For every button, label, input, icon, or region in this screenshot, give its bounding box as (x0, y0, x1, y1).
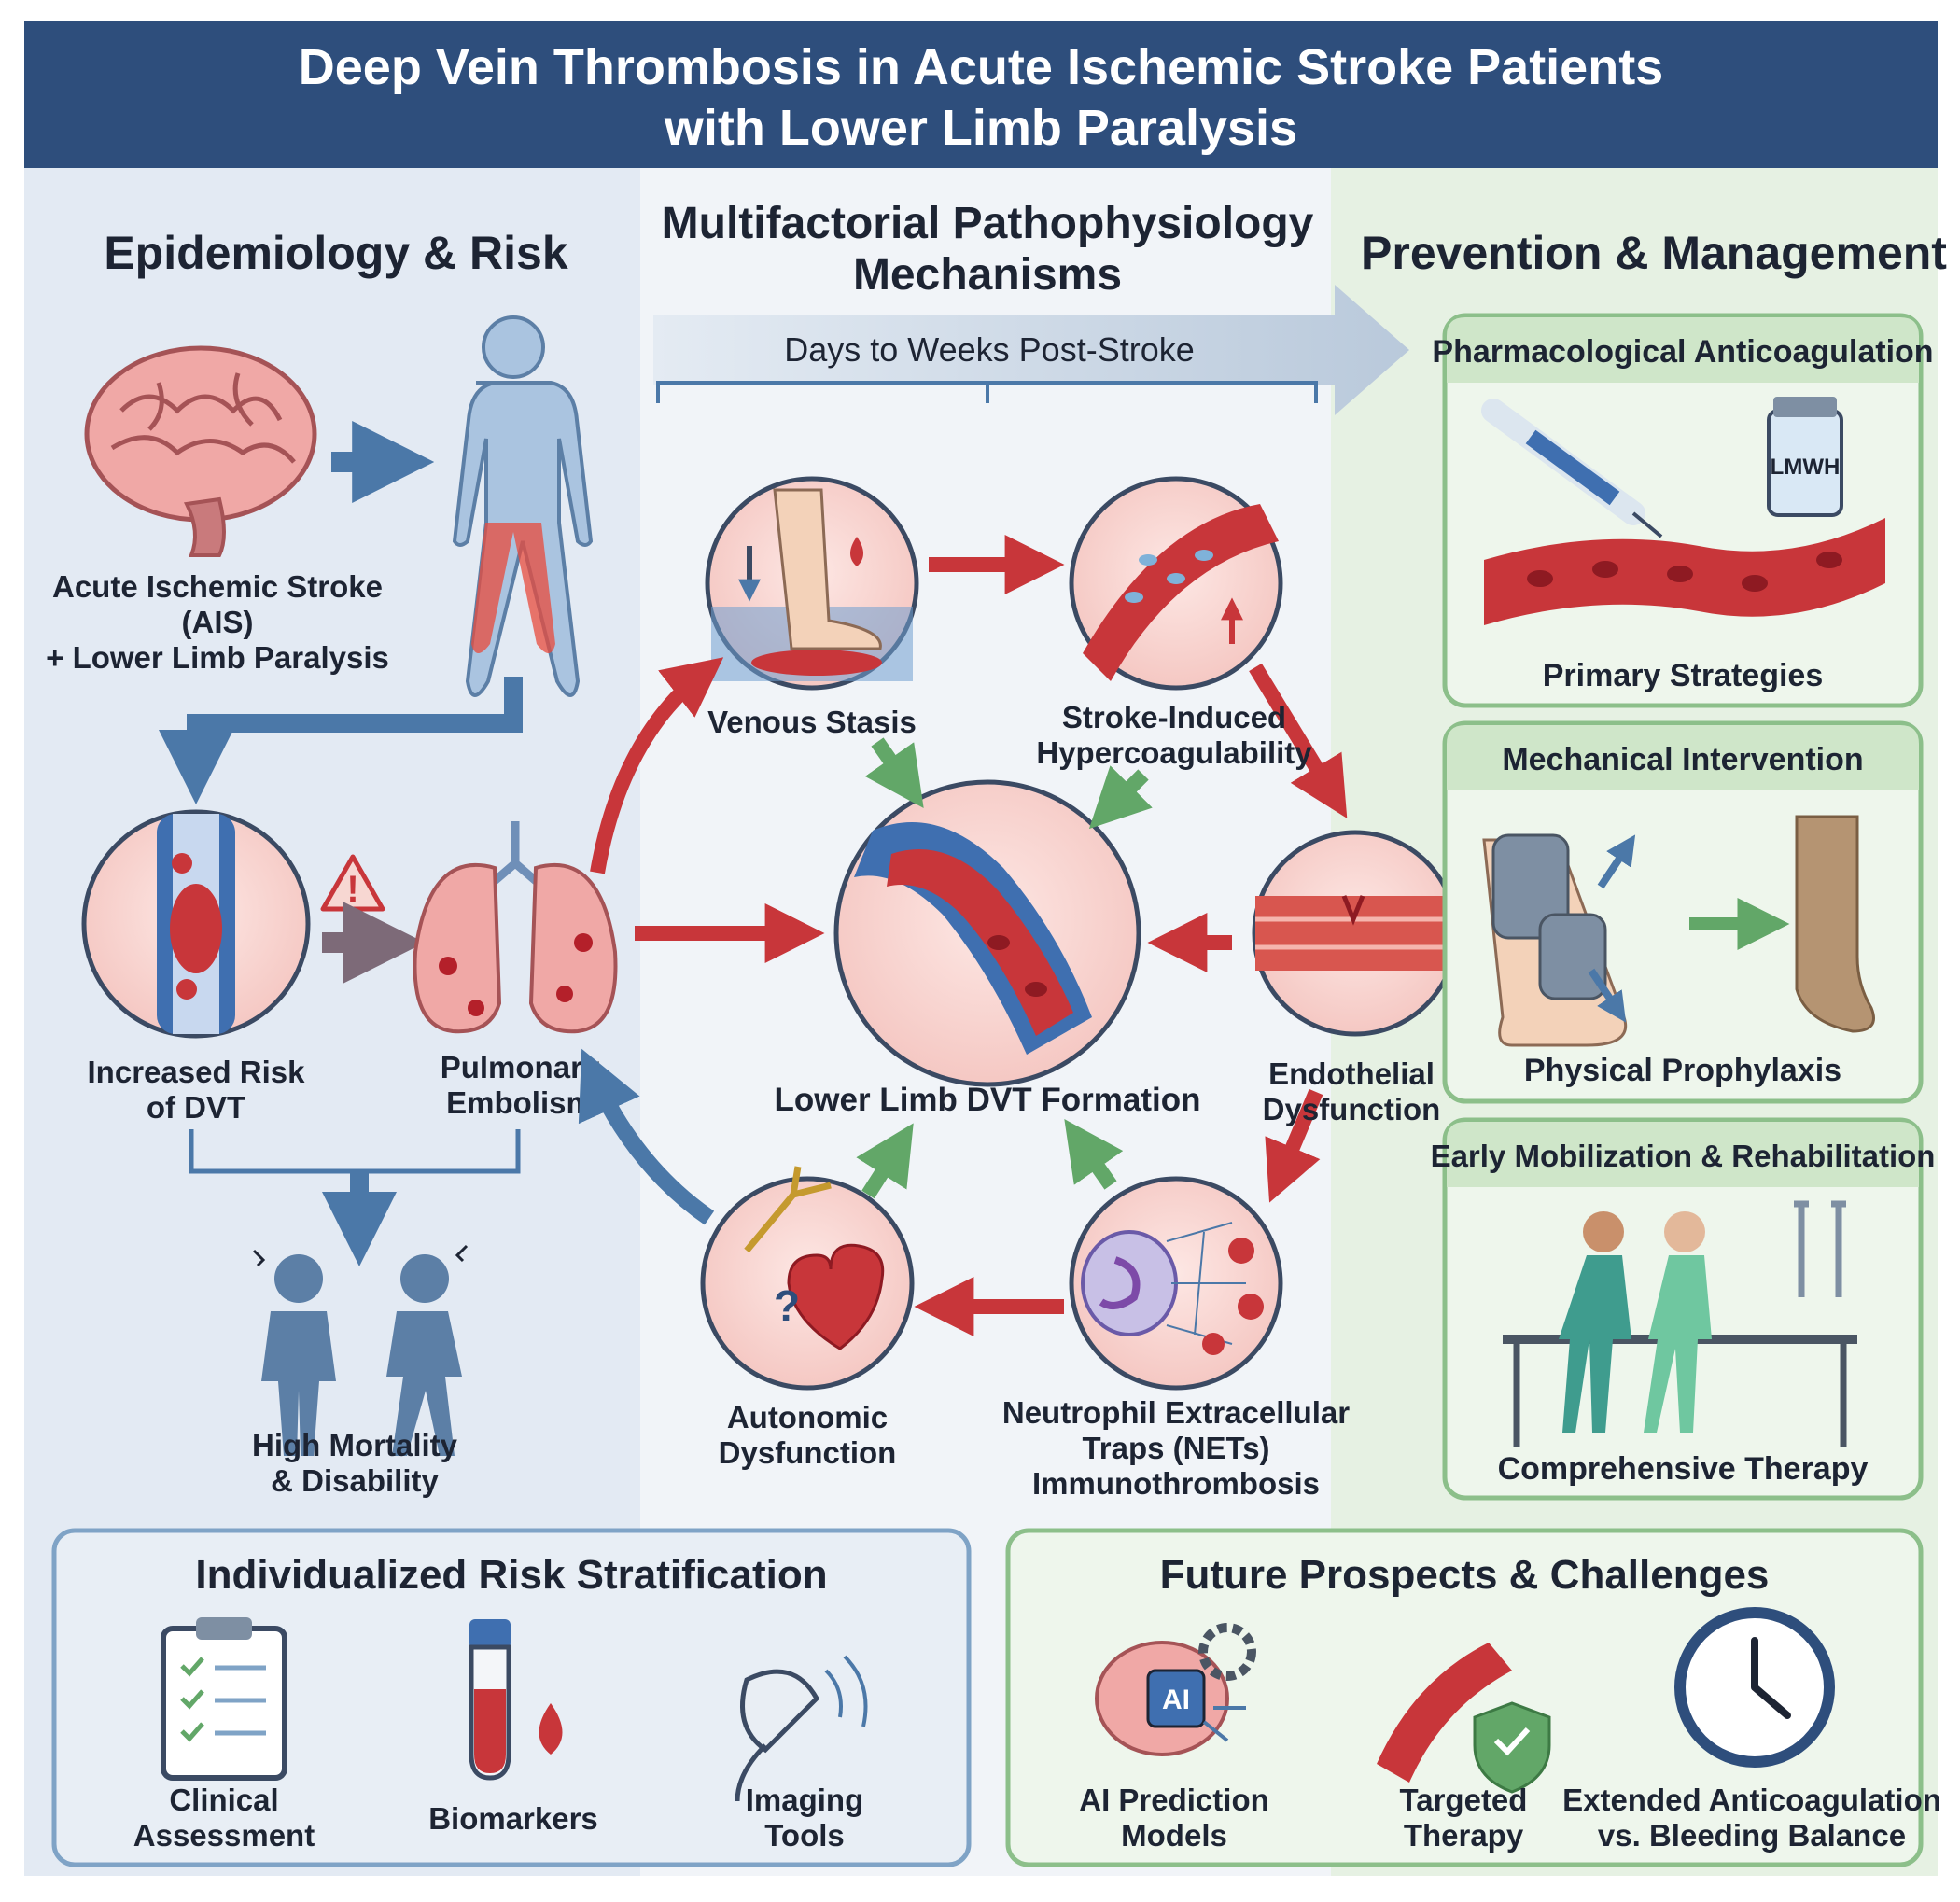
dvt-label-line-2: of DVT (147, 1090, 245, 1125)
mobilization-header: Early Mobilization & Rehabilitation (1431, 1139, 1936, 1173)
clock-icon (1674, 1607, 1835, 1768)
vessel-icon (1484, 518, 1885, 625)
prevention-heading: Prevention & Management (1361, 227, 1947, 279)
shielded-vessel-icon (1377, 1643, 1551, 1794)
dvt-formation-icon (833, 779, 1141, 1087)
arrow-autonomic-to-pe (578, 1048, 715, 1225)
autonomic-icon: ? (700, 1166, 915, 1391)
brain-icon (84, 345, 317, 557)
targeted-label-line-1: Targeted (1400, 1783, 1528, 1817)
pe-label-line-2: Embolism (446, 1085, 594, 1120)
title-line-2: with Lower Limb Paralysis (664, 100, 1297, 156)
nets-label-line-2: Traps (NETs) (1082, 1431, 1269, 1465)
vial-label: LMWH (1771, 455, 1841, 480)
ais-label-line-3: + Lower Limb Paralysis (46, 640, 389, 675)
ai-label-line-1: AI Prediction (1079, 1783, 1269, 1817)
extended-label-line-1: Extended Anticoagulation (1562, 1783, 1941, 1817)
nets-label-line-3: Immunothrombosis (1032, 1466, 1320, 1501)
future-prospects-box: Future Prospects & Challenges AI AI Pred… (1005, 1528, 1941, 1867)
arrow-stasis-to-center (864, 737, 924, 808)
imaging-label-line-1: Imaging (746, 1783, 864, 1817)
pharmacological-caption: Primary Strategies (1543, 658, 1824, 693)
title-banner (24, 21, 1938, 168)
syringe-icon (1481, 399, 1663, 538)
bracket-to-mortality (189, 1129, 521, 1266)
arrow-body-to-dvt (159, 677, 523, 804)
autonomic-label-line-2: Dysfunction (719, 1435, 897, 1470)
endothelial-label-line-2: Dysfunction (1263, 1092, 1441, 1126)
svg-text:?: ? (774, 1281, 800, 1330)
arrow-hypercoag-to-center (1088, 765, 1153, 830)
vein-clot-icon (81, 809, 311, 1039)
targeted-label-line-2: Therapy (1404, 1818, 1524, 1853)
arrow-pe-to-stasis (590, 657, 724, 874)
endothelial-label-line-1: Endothelial (1268, 1056, 1435, 1091)
warning-icon: ! (320, 854, 385, 912)
ai-label-line-2: Models (1121, 1818, 1227, 1853)
ais-label-line-1: Acute Ischemic Stroke (52, 569, 383, 604)
hypercoag-label-line-2: Hypercoagulability (1036, 735, 1312, 770)
nets-label-line-1: Neutrophil Extracellular (1002, 1395, 1350, 1430)
epidemiology-heading: Epidemiology & Risk (104, 227, 568, 279)
clipboard-icon (161, 1617, 287, 1781)
risk-stratification-box: Individualized Risk Stratification Clini… (51, 1528, 972, 1867)
arrow-endothelial-to-nets (1265, 1088, 1323, 1203)
hypercoagulability-icon (1069, 476, 1283, 691)
mechanical-caption: Physical Prophylaxis (1524, 1053, 1841, 1088)
pe-label-line-1: Pulmonary (441, 1050, 600, 1084)
test-tube-icon (469, 1619, 563, 1781)
mobilization-panel: Early Mobilization & Rehabilitation Comp… (1431, 1117, 1936, 1501)
human-body-icon (452, 315, 594, 697)
pharmacological-header: Pharmacological Anticoagulation (1432, 334, 1933, 370)
mechanical-panel: Mechanical Intervention Physical Prophyl… (1442, 720, 1924, 1104)
lmwh-vial-icon: LMWH (1767, 397, 1843, 517)
autonomic-label-line-1: Autonomic (727, 1400, 888, 1434)
nets-icon (1069, 1176, 1283, 1391)
arrow-autonomic-to-center (856, 1123, 914, 1199)
future-heading: Future Prospects & Challenges (1160, 1552, 1770, 1598)
arrow-hypercoag-to-endothelial (1249, 663, 1348, 818)
compression-stocking-icon (1795, 815, 1875, 1033)
timeline-bracket (656, 381, 1318, 403)
clinical-label-line-2: Assessment (133, 1818, 315, 1853)
arrow-nets-to-center (1064, 1119, 1124, 1190)
dvt-formation-label: Lower Limb DVT Formation (775, 1082, 1201, 1118)
mechanisms-heading-line-2: Mechanisms (853, 250, 1122, 300)
endothelial-icon (1252, 830, 1459, 1037)
ai-badge: AI (1162, 1685, 1190, 1715)
clinical-label-line-1: Clinical (169, 1783, 278, 1817)
rehabilitation-scene-icon (1503, 1200, 1857, 1447)
mortality-label-line-1: High Mortality (252, 1428, 458, 1462)
ai-brain-icon: AI (1095, 1623, 1256, 1756)
extended-label-line-2: vs. Bleeding Balance (1598, 1818, 1906, 1853)
title-line-1: Deep Vein Thrombosis in Acute Ischemic S… (299, 39, 1663, 95)
svg-text:!: ! (346, 869, 358, 910)
timeline-label: Days to Weeks Post-Stroke (784, 330, 1195, 369)
mobilization-caption: Comprehensive Therapy (1498, 1451, 1869, 1487)
mortality-label-line-2: & Disability (271, 1463, 439, 1498)
lungs-icon (413, 821, 618, 1034)
pharmacological-panel: Pharmacological Anticoagulation LMWH Pri… (1432, 313, 1934, 708)
hypercoag-label-line-1: Stroke-Induced (1062, 700, 1286, 734)
mechanisms-heading-line-1: Multifactorial Pathophysiology (662, 199, 1314, 248)
risk-stratification-heading: Individualized Risk Stratification (195, 1552, 827, 1598)
biomarkers-label: Biomarkers (428, 1801, 598, 1836)
ultrasound-probe-icon (735, 1655, 868, 1802)
ais-label-line-2: (AIS) (182, 605, 254, 639)
imaging-label-line-2: Tools (764, 1818, 845, 1853)
venous-stasis-icon (705, 476, 919, 691)
distressed-people-icon (252, 1244, 469, 1456)
mechanical-header: Mechanical Intervention (1502, 742, 1863, 777)
compression-device-icon (1482, 833, 1636, 1047)
venous-stasis-label: Venous Stasis (707, 705, 917, 739)
dvt-label-line-1: Increased Risk (88, 1055, 306, 1089)
